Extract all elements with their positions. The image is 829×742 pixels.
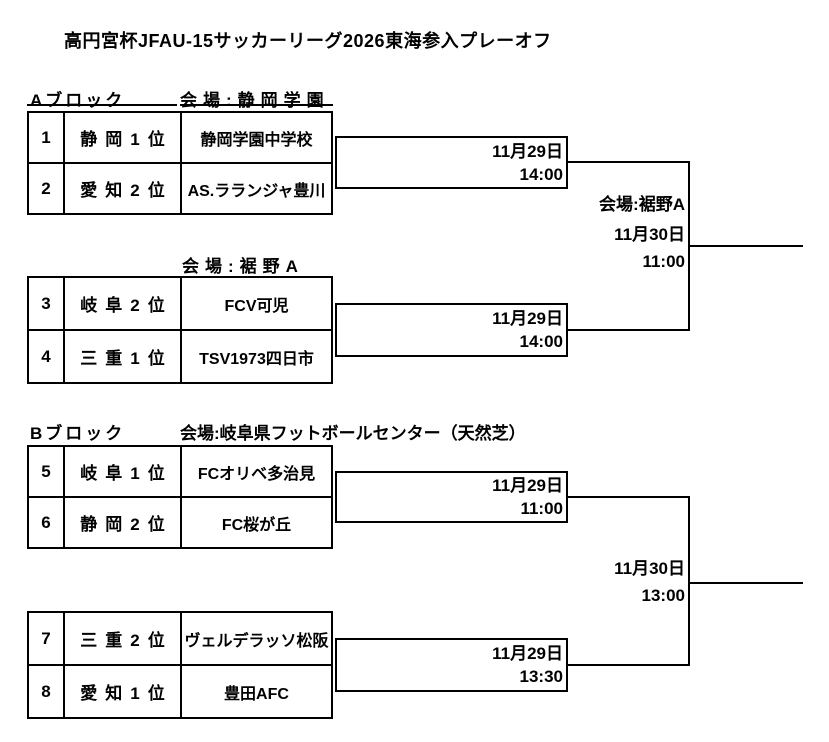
team-table-a2: 3 岐阜2位 FCV可児 4 三重1位 TSV1973四日市: [27, 276, 333, 384]
final-a-venue: 会場:裾野A: [599, 195, 685, 214]
team-seed: 愛知1位: [65, 666, 182, 717]
match-b1-connector: 11月29日 11:00: [335, 471, 568, 523]
team-seed: 岐阜1位: [65, 447, 182, 496]
team-seed: 静岡1位: [65, 113, 182, 162]
team-name: AS.ラランジャ豊川: [187, 182, 326, 200]
final-a-time: 11:00: [642, 252, 685, 271]
team-number: 3: [29, 278, 65, 329]
page-title: 高円宮杯JFAU-15サッカーリーグ2026東海参入プレーオフ: [64, 31, 552, 51]
team-name: TSV1973四日市: [199, 350, 314, 368]
team-name: FCオリベ多治見: [197, 465, 316, 483]
match-time: 13:30: [519, 667, 563, 686]
table-row: 6 静岡2位 FC桜が丘: [29, 498, 331, 547]
table-row: 8 愛知1位 豊田AFC: [29, 666, 331, 717]
team-name: FC桜が丘: [221, 516, 292, 534]
team-number: 5: [29, 447, 65, 496]
team-seed: 三重1位: [65, 331, 182, 382]
team-name: ヴェルデラッソ松阪: [184, 632, 329, 650]
bracket-line: [568, 496, 690, 498]
winner-line-a: [688, 245, 803, 247]
table-row: 5 岐阜1位 FCオリベ多治見: [29, 447, 331, 498]
final-b-date: 11月30日: [614, 559, 685, 578]
team-name: FCV可児: [224, 297, 289, 315]
match-date: 11月29日: [492, 476, 563, 495]
match-time: 14:00: [519, 164, 563, 184]
team-name: 静岡学園中学校: [200, 131, 313, 149]
bracket-line: [568, 161, 690, 163]
match-b2-connector: 11月29日 13:30: [335, 638, 568, 692]
match-date: 11月29日: [492, 644, 563, 663]
winner-line-b: [688, 582, 803, 584]
block-a-venue-label: 会場:静岡学園: [180, 86, 333, 110]
block-b-venue-label: 会場:岐阜県フットボールセンター（天然芝）: [180, 424, 526, 443]
team-table-b1: 5 岐阜1位 FCオリベ多治見 6 静岡2位 FC桜が丘: [27, 445, 333, 549]
match-time: 14:00: [519, 332, 563, 351]
match-date: 11月29日: [492, 309, 563, 328]
match-a2-connector: 11月29日 14:00: [335, 303, 568, 357]
team-number: 8: [29, 666, 65, 717]
bracket-line: [568, 329, 690, 331]
match-date: 11月29日: [492, 141, 563, 161]
team-table-a1: 1 静岡1位 静岡学園中学校 2 愛知2位 AS.ラランジャ豊川: [27, 111, 333, 215]
block-a-label: Aブロック: [27, 86, 177, 110]
table-row: 2 愛知2位 AS.ラランジャ豊川: [29, 164, 331, 213]
match-time: 11:00: [520, 499, 563, 518]
table-row: 1 静岡1位 静岡学園中学校: [29, 113, 331, 164]
team-seed: 愛知2位: [65, 164, 182, 213]
team-number: 2: [29, 164, 65, 213]
team-table-b2: 7 三重2位 ヴェルデラッソ松阪 8 愛知1位 豊田AFC: [27, 611, 333, 719]
team-seed: 岐阜2位: [65, 278, 182, 329]
bracket-line: [568, 664, 690, 666]
block-b-label: Bブロック: [30, 424, 126, 443]
bracket-line: [688, 496, 690, 666]
team-seed: 静岡2位: [65, 498, 182, 547]
match-a1-connector: 11月29日 14:00: [335, 136, 568, 189]
team-number: 1: [29, 113, 65, 162]
table-row: 7 三重2位 ヴェルデラッソ松阪: [29, 613, 331, 666]
team-number: 6: [29, 498, 65, 547]
table-row: 4 三重1位 TSV1973四日市: [29, 331, 331, 382]
team-seed: 三重2位: [65, 613, 182, 664]
team-number: 7: [29, 613, 65, 664]
table-row: 3 岐阜2位 FCV可児: [29, 278, 331, 331]
final-a-date: 11月30日: [614, 225, 685, 244]
group-a2-venue-label: 会場:裾野A: [182, 257, 304, 276]
team-number: 4: [29, 331, 65, 382]
team-name: 豊田AFC: [224, 685, 289, 703]
final-b-time: 13:00: [641, 586, 685, 605]
